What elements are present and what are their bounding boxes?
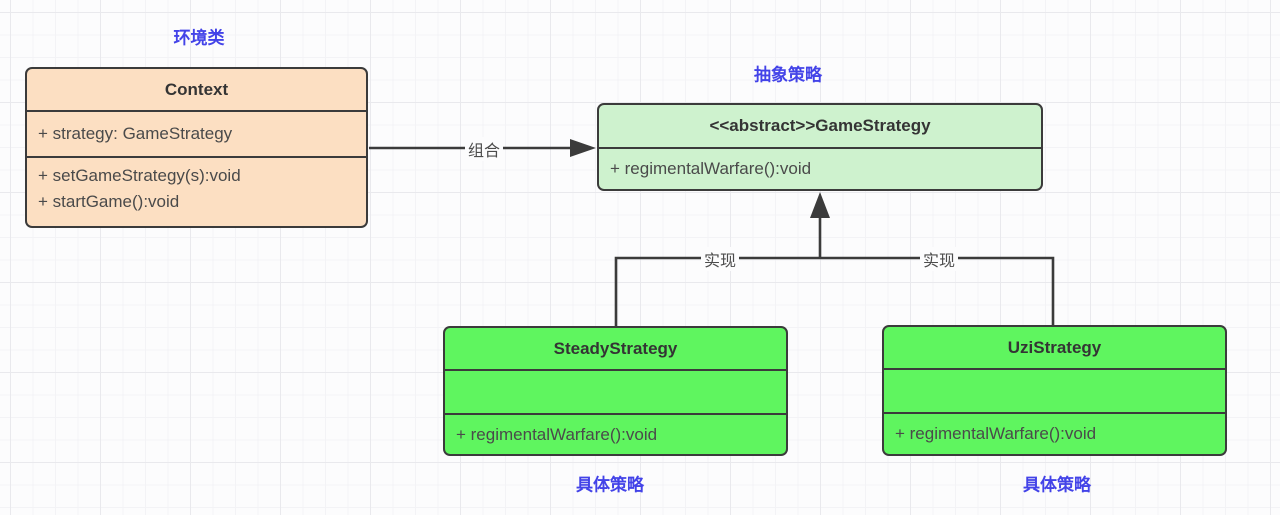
annotation-abstract-strategy: 抽象策略 [754, 65, 822, 85]
edge-label-realization-right: 实现 [919, 247, 959, 271]
class-title-steadystrategy: SteadyStrategy [553, 338, 678, 358]
class-box-context: Context + strategy: GameStrategy + setGa… [25, 67, 368, 228]
class-title-uzistrategy: UziStrategy [1007, 337, 1102, 357]
annotation-concrete-strategy-left: 具体策略 [576, 475, 644, 495]
class-attributes-uzistrategy [884, 368, 1225, 412]
class-attributes-context: + strategy: GameStrategy [27, 110, 366, 156]
class-title-context: Context [164, 79, 229, 99]
class-box-gamestrategy: <<abstract>>GameStrategy + regimentalWar… [597, 103, 1043, 191]
class-methods-gamestrategy: + regimentalWarfare():void [599, 147, 1041, 189]
annotation-environment-class: 环境类 [173, 28, 225, 48]
class-title-gamestrategy: <<abstract>>GameStrategy [709, 116, 931, 135]
method-regimentalwarfare-steady: + regimentalWarfare():void [456, 424, 658, 444]
class-box-steadystrategy: SteadyStrategy + regimentalWarfare():voi… [443, 326, 788, 456]
method-regimentalwarfare-abstract: + regimentalWarfare():void [610, 159, 812, 178]
class-methods-steadystrategy: + regimentalWarfare():void [445, 413, 786, 454]
attribute-strategy: + strategy: GameStrategy [38, 124, 233, 143]
annotation-concrete-strategy-right: 具体策略 [1023, 475, 1091, 495]
edge-label-realization-left: 实现 [700, 247, 740, 271]
class-methods-context: + setGameStrategy(s):void + startGame():… [27, 156, 366, 226]
edge-label-composition: 组合 [464, 137, 504, 161]
method-regimentalwarfare-uzi: + regimentalWarfare():void [895, 424, 1097, 443]
class-methods-uzistrategy: + regimentalWarfare():void [884, 412, 1225, 454]
method-setgamestrategy: + setGameStrategy(s):void [38, 166, 241, 185]
realization-arrowhead [810, 192, 830, 218]
class-attributes-steadystrategy [445, 369, 786, 413]
method-startgame: + startGame():void [38, 192, 180, 211]
composition-arrowhead [570, 139, 596, 157]
class-box-uzistrategy: UziStrategy + regimentalWarfare():void [882, 325, 1227, 456]
realization-edge [614, 256, 1055, 326]
